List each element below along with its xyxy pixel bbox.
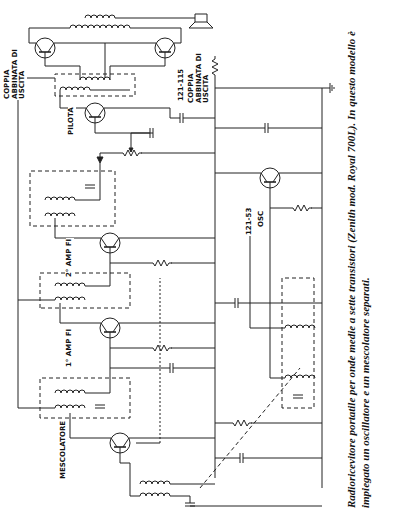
stage-label: OSC bbox=[258, 210, 266, 228]
stage-label: 2° AMP FI bbox=[66, 238, 74, 278]
figure-caption: Radioricevitore portatile per onde medie… bbox=[345, 10, 373, 508]
part-number: 121-53 bbox=[246, 207, 254, 236]
stage-label: COPPIA ABBINATA DI USCITA bbox=[4, 38, 27, 100]
stage-label: PILOTA bbox=[68, 106, 76, 136]
stage-label: MESCOLATORE bbox=[60, 420, 68, 480]
stage-label: COPPIA ABBINATA DI USCITA bbox=[188, 40, 211, 104]
stage-label: 1° AMP FI bbox=[66, 328, 74, 368]
part-number: 121-115 bbox=[178, 68, 186, 102]
